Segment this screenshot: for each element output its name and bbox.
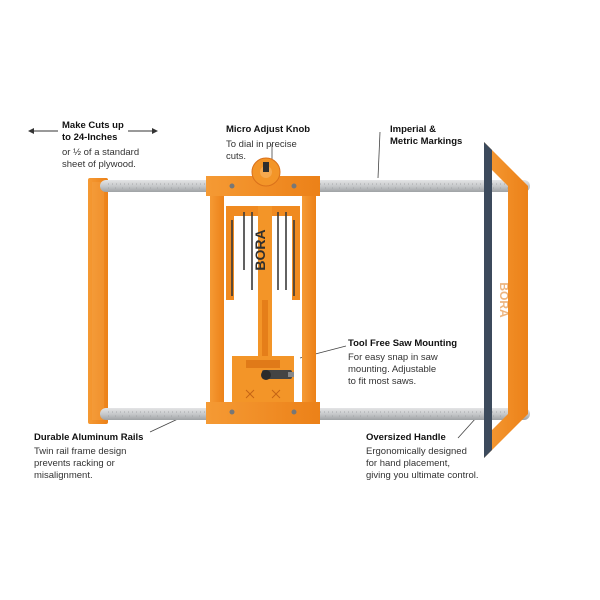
callout-description: or ½ of a standard: [62, 147, 140, 158]
callout-saw-mounting: Tool Free Saw Mounting For easy snap in …: [348, 338, 488, 388]
callout-title: Oversized Handle: [366, 432, 446, 443]
callout-description: misalignment.: [34, 470, 93, 481]
callout-title: Durable Aluminum Rails: [34, 432, 144, 443]
callout-description: For easy snap in saw: [348, 352, 438, 363]
callout-aluminum-rails: Durable Aluminum Rails Twin rail frame d…: [34, 432, 174, 482]
saw-carriage: BORA: [206, 157, 320, 424]
callout-description: prevents racking or: [34, 458, 115, 469]
left-end-cap: [88, 178, 108, 424]
callout-description: To dial in precise: [226, 139, 297, 150]
brand-label: BORA: [252, 229, 268, 270]
micro-adjust-knob-icon: [251, 157, 281, 187]
oversized-handle: BORA: [484, 142, 528, 458]
callout-title: Imperial &: [390, 124, 436, 135]
callout-description: for hand placement,: [366, 458, 450, 469]
saw-mount-clamp-icon: [261, 370, 294, 380]
double-arrow-icon: [28, 128, 158, 134]
callout-title: Tool Free Saw Mounting: [348, 338, 458, 349]
callout-description: mounting. Adjustable: [348, 364, 437, 375]
callout-micro-adjust-knob: Micro Adjust Knob To dial in precise cut…: [226, 124, 346, 163]
callout-title: Micro Adjust Knob: [226, 124, 311, 135]
callout-markings: Imperial & Metric Markings: [390, 124, 510, 148]
callout-description: to fit most saws.: [348, 376, 417, 387]
callout-description: Ergonomically designed: [366, 446, 467, 457]
callout-oversized-handle: Oversized Handle Ergonomically designed …: [366, 432, 516, 482]
callout-title: Metric Markings: [390, 136, 463, 147]
callout-description: cuts.: [226, 151, 247, 162]
callout-description: sheet of plywood.: [62, 159, 136, 170]
callout-description: giving you ultimate control.: [366, 470, 479, 481]
svg-text:BORA: BORA: [497, 282, 511, 318]
callout-description: Twin rail frame design: [34, 446, 127, 457]
callout-title: to 24-Inches: [62, 132, 118, 143]
callout-title: Make Cuts up: [62, 120, 124, 131]
